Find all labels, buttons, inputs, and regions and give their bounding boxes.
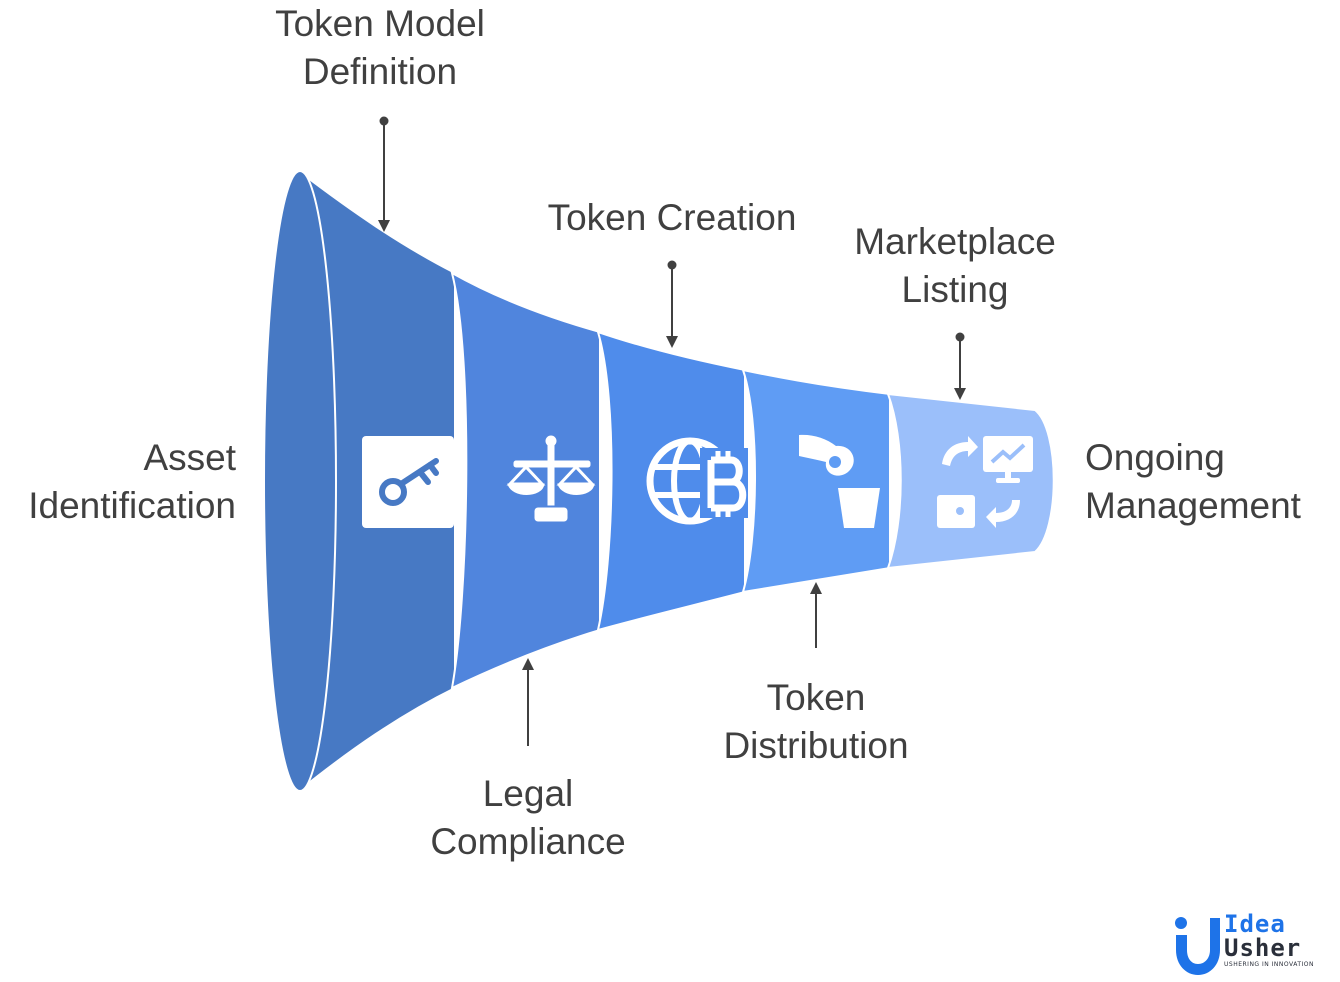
label-line: Token Creation xyxy=(547,197,797,238)
label-line: Token xyxy=(766,677,866,718)
label-token-creation: Token Creation xyxy=(522,194,822,242)
pointer-token-model-definition xyxy=(378,116,390,232)
label-asset-identification: Asset Identification xyxy=(28,434,236,530)
logo-line2: Usher xyxy=(1224,934,1302,962)
logo-mark xyxy=(1175,917,1220,975)
label-line: Distribution xyxy=(723,725,909,766)
dashboard-cycle-icon xyxy=(937,436,1033,528)
label-legal-compliance: Legal Compliance xyxy=(378,770,678,866)
pointer-token-distribution xyxy=(810,582,822,648)
funnel-mouth xyxy=(263,170,337,792)
globe-bitcoin-icon xyxy=(646,437,748,525)
label-line: Management xyxy=(1085,485,1301,526)
funnel-segment-token-distribution xyxy=(741,368,891,594)
logo-tagline: USHERING IN INNOVATION xyxy=(1224,961,1315,968)
label-line: Asset xyxy=(143,437,236,478)
pointer-token-creation xyxy=(666,260,678,348)
key-icon xyxy=(362,436,454,528)
label-marketplace-listing: Marketplace Listing xyxy=(805,218,1105,314)
label-token-model-definition: Token Model Definition xyxy=(230,0,530,96)
label-line: Token Model xyxy=(275,3,485,44)
label-line: Legal xyxy=(482,773,574,814)
logo-line1: Idea xyxy=(1224,910,1286,938)
label-line: Identification xyxy=(28,485,236,526)
label-line: Listing xyxy=(901,269,1009,310)
pointer-legal-compliance xyxy=(522,658,534,746)
pointer-marketplace-listing xyxy=(954,332,966,400)
label-line: Definition xyxy=(302,51,458,92)
label-line: Compliance xyxy=(430,821,626,862)
label-line: Marketplace xyxy=(854,221,1056,262)
funnel-segment-legal-compliance xyxy=(450,270,601,690)
label-line: Ongoing xyxy=(1085,437,1225,478)
bucket-pour-icon xyxy=(799,434,880,528)
scales-icon xyxy=(506,435,596,522)
funnel-segment-ongoing-management xyxy=(886,392,1055,570)
label-ongoing-management: Ongoing Management xyxy=(1085,434,1301,530)
label-token-distribution: Token Distribution xyxy=(666,674,966,770)
logo: Idea Usher USHERING IN INNOVATION xyxy=(1224,912,1334,970)
